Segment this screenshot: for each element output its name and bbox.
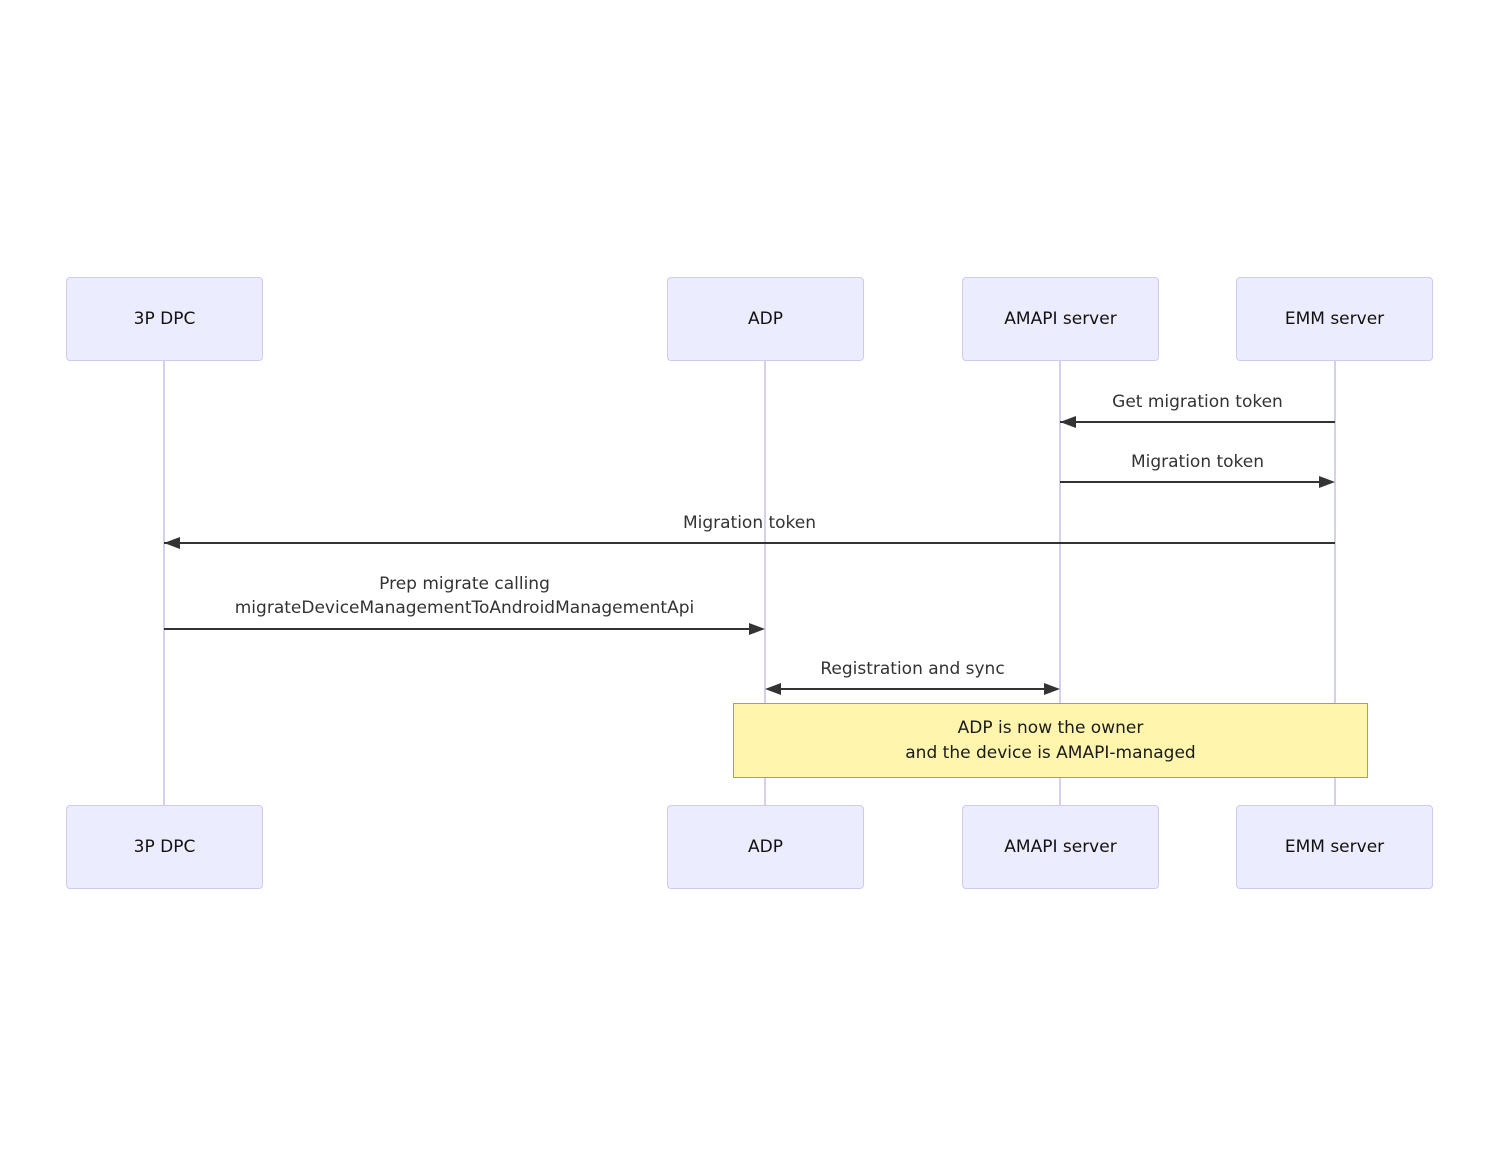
actor-label: EMM server xyxy=(1284,837,1385,857)
message-line xyxy=(164,628,749,630)
arrowhead-right-icon xyxy=(749,623,765,635)
note-adp-owner: ADP is now the owner and the device is A… xyxy=(733,703,1368,778)
actor-top-3p-dpc: 3P DPC xyxy=(66,277,263,361)
actor-bottom-emm-server: EMM server xyxy=(1236,805,1433,889)
message-label-migration-token: Migration token xyxy=(1130,452,1265,472)
message-line xyxy=(164,542,1335,544)
note-line2: and the device is AMAPI-managed xyxy=(905,742,1196,763)
lifeline-adp xyxy=(764,361,766,805)
message-label-prep-migrate: Prep migrate calling migrateDeviceManage… xyxy=(164,572,765,620)
actor-label: 3P DPC xyxy=(133,837,196,857)
actor-top-adp: ADP xyxy=(667,277,864,361)
lifeline-3p-dpc xyxy=(163,361,165,805)
actor-label: EMM server xyxy=(1284,309,1385,329)
message-label-registration-and-sync: Registration and sync xyxy=(820,659,1005,679)
arrowhead-left-icon xyxy=(1060,416,1076,428)
message-label-get-migration-token: Get migration token xyxy=(1112,392,1283,412)
actor-label: 3P DPC xyxy=(133,309,196,329)
message-line xyxy=(1060,421,1335,423)
message-label-migration-token-long: Migration token xyxy=(682,513,817,533)
actor-label: AMAPI server xyxy=(1004,837,1117,857)
arrowhead-left-icon xyxy=(765,683,781,695)
message-label-line1: Prep migrate calling xyxy=(379,574,550,594)
message-line xyxy=(1060,481,1319,483)
lifeline-amapi-server xyxy=(1059,361,1061,805)
note-line1: ADP is now the owner xyxy=(957,717,1144,738)
lifeline-emm-server xyxy=(1334,361,1336,805)
actor-label: ADP xyxy=(748,837,783,857)
actor-label: AMAPI server xyxy=(1004,309,1117,329)
message-line xyxy=(781,688,1044,690)
arrowhead-right-icon xyxy=(1319,476,1335,488)
arrowhead-left-icon xyxy=(164,537,180,549)
actor-top-emm-server: EMM server xyxy=(1236,277,1433,361)
actor-bottom-3p-dpc: 3P DPC xyxy=(66,805,263,889)
actor-label: ADP xyxy=(748,309,783,329)
arrowhead-right-icon xyxy=(1044,683,1060,695)
actor-bottom-amapi-server: AMAPI server xyxy=(962,805,1159,889)
actor-bottom-adp: ADP xyxy=(667,805,864,889)
actor-top-amapi-server: AMAPI server xyxy=(962,277,1159,361)
message-label-line2: migrateDeviceManagementToAndroidManageme… xyxy=(234,598,695,618)
